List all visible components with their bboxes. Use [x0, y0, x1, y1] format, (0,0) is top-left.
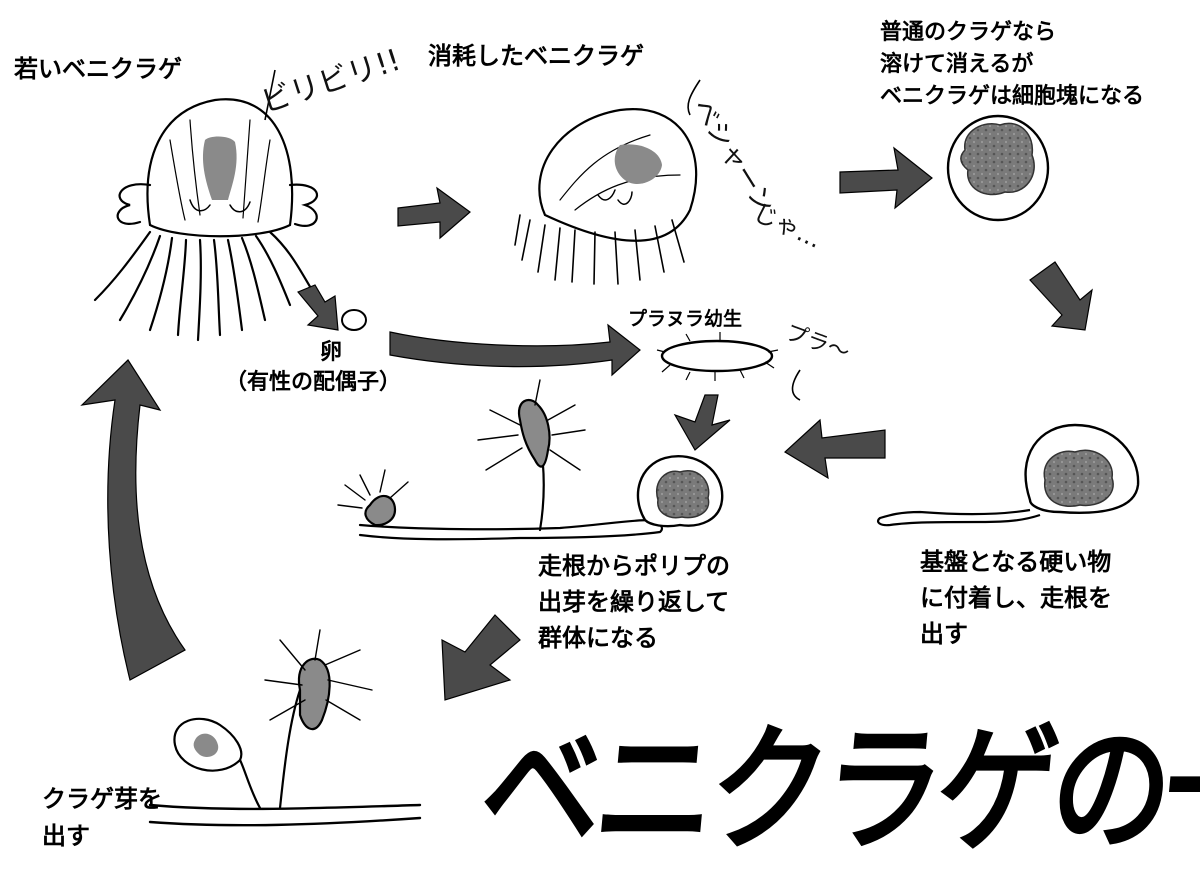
polyp-colony-drawing	[337, 379, 724, 541]
arrow-egg-to-planula	[389, 323, 641, 377]
speed-lines	[264, 69, 801, 401]
label-colony-line-3: 群体になる	[538, 624, 658, 652]
medusa-bud-drawing	[148, 629, 422, 827]
arrow-down-right	[1029, 261, 1093, 331]
label-normal-line-1: 普通のクラゲなら	[880, 20, 1057, 45]
label-attach-line-3: 出す	[920, 620, 968, 648]
arrow-young-to-worn	[397, 186, 471, 240]
label-attach-line-1: 基盤となる硬い物	[920, 548, 1112, 576]
label-bud-line-1: クラゲ芽を	[42, 785, 162, 813]
planula-drawing	[656, 332, 779, 381]
arrow-worn-to-cellmass	[839, 146, 933, 210]
label-normal-line-2: 溶けて消えるが	[880, 52, 1034, 77]
arrow-planula-to-colony	[673, 394, 731, 451]
label-planula: プラヌラ幼生	[628, 308, 743, 330]
young-jellyfish-drawing	[93, 98, 318, 342]
arrow-cellmass-to-colony	[784, 418, 886, 480]
egg-drawing	[341, 309, 367, 331]
label-egg: 卵	[320, 340, 343, 365]
label-young-jellyfish: 若いベニクラゲ	[14, 55, 182, 83]
label-attach-line-2: に付着し、走根を	[920, 584, 1112, 612]
label-worn-jellyfish: 消耗したベニクラゲ	[428, 42, 644, 70]
label-gamete: （有性の配偶子）	[225, 370, 402, 395]
arrow-young-to-egg	[297, 284, 339, 331]
worn-jellyfish-drawing	[514, 108, 698, 285]
label-bud-line-2: 出す	[42, 822, 90, 850]
label-colony-line-1: 走根からポリプの	[538, 552, 730, 580]
cell-mass-drawing-2	[876, 423, 1140, 527]
label-colony-line-2: 出芽を繰り返して	[538, 588, 730, 616]
arrow-colony-to-bud	[441, 614, 521, 701]
page-title: ベニクラゲの一生	[474, 711, 1200, 872]
cell-mass-drawing-1	[946, 114, 1050, 222]
arrow-bud-to-young	[80, 359, 186, 681]
label-normal-line-3: ベニクラゲは細胞塊になる	[880, 84, 1145, 109]
